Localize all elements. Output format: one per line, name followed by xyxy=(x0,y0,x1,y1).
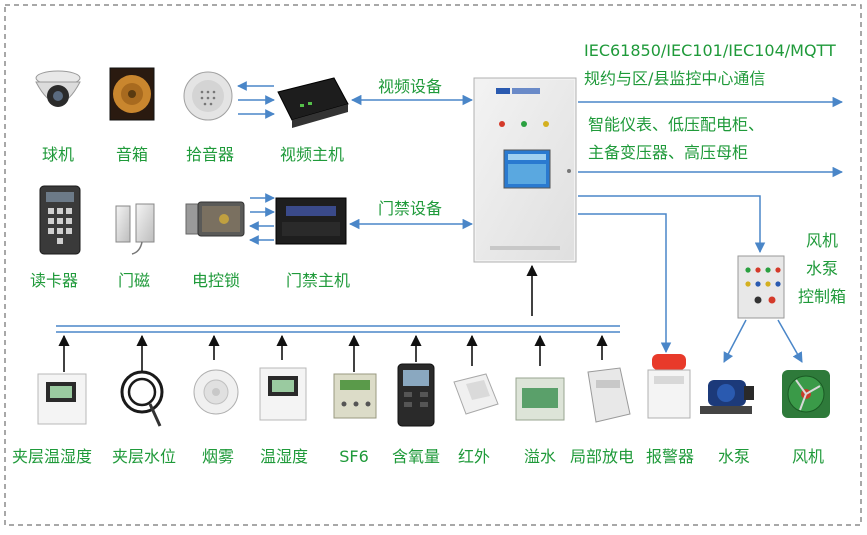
sensor-label-9: 局部放电 xyxy=(570,447,634,466)
speaker-label: 音箱 xyxy=(116,145,148,164)
temp-humidity-sensor-icon xyxy=(259,367,307,421)
sensor-label-1: 夹层温湿度 xyxy=(12,447,92,466)
electric-lock-label: 电控锁 xyxy=(192,271,240,290)
fan-icon xyxy=(782,370,830,418)
overflow-sensor-icon xyxy=(515,377,565,421)
access-host-icon xyxy=(275,197,347,245)
cabinet-logo-text xyxy=(512,88,540,94)
control-to-pump-arrow xyxy=(723,319,747,363)
door-magnet-label: 门磁 xyxy=(118,271,150,290)
devices-info-line-2: 主备变压器、高压母柜 xyxy=(588,143,748,162)
sensor-label-2: 夹层水位 xyxy=(112,447,176,466)
water-pump-label: 水泵 xyxy=(718,447,750,466)
video-host-icon xyxy=(277,77,349,128)
alarm-icon xyxy=(647,354,691,419)
access-host-label: 门禁主机 xyxy=(286,271,350,290)
control-box-line-1: 风机 xyxy=(806,231,838,250)
alarm-label: 报警器 xyxy=(646,447,694,466)
sensor-label-7: 红外 xyxy=(458,447,490,466)
sensor-label-8: 溢水 xyxy=(524,447,556,466)
microphone-icon xyxy=(183,71,233,121)
dome-camera-label: 球机 xyxy=(42,145,74,164)
outer-frame xyxy=(4,4,862,526)
video-link-label: 视频设备 xyxy=(378,77,442,96)
control-box-line-2: 水泵 xyxy=(806,259,838,278)
electric-lock-icon xyxy=(185,201,245,237)
indicator-light-yellow xyxy=(543,121,549,127)
water-level-probe-icon xyxy=(120,370,164,427)
speaker-icon xyxy=(109,67,155,121)
sensor-label-6: 含氧量 xyxy=(392,447,440,466)
devices-info-line-1: 智能仪表、低压配电柜、 xyxy=(588,115,764,134)
indicator-light-green xyxy=(521,121,527,127)
control-box-arrow xyxy=(578,195,766,254)
infrared-sensor-icon xyxy=(453,373,499,415)
indicator-light-red xyxy=(499,121,505,127)
control-box-icon xyxy=(737,255,785,319)
fan-label: 风机 xyxy=(792,447,824,466)
card-reader-label: 读卡器 xyxy=(30,271,78,290)
alarm-arrow xyxy=(578,213,672,354)
microphone-label: 拾音器 xyxy=(186,145,234,164)
central-monitoring-cabinet xyxy=(473,77,577,263)
protocol-line-2: 规约与区/县监控中心通信 xyxy=(584,69,765,88)
video-host-label: 视频主机 xyxy=(280,145,344,164)
sensor-label-5: SF6 xyxy=(339,447,369,466)
cabinet-logo xyxy=(496,88,510,94)
sf6-sensor-icon xyxy=(333,373,377,419)
door-magnet-icon xyxy=(115,203,155,255)
access-link-label: 门禁设备 xyxy=(378,199,442,218)
sensor-label-4: 温湿度 xyxy=(260,447,308,466)
cabinet-handle xyxy=(567,169,571,173)
dome-camera-icon xyxy=(35,70,81,107)
card-reader-icon xyxy=(39,185,81,255)
protocol-line-1: IEC61850/IEC101/IEC104/MQTT xyxy=(584,41,836,60)
water-pump-icon xyxy=(700,380,754,414)
temp-humidity-sensor-icon xyxy=(37,373,87,425)
smoke-detector-icon xyxy=(193,369,239,415)
oxygen-meter-icon xyxy=(397,363,435,427)
control-box-line-3: 控制箱 xyxy=(798,287,846,306)
control-to-fan-arrow xyxy=(777,319,803,363)
sensor-label-3: 烟雾 xyxy=(202,447,234,466)
partial-discharge-sensor-icon xyxy=(587,367,631,423)
